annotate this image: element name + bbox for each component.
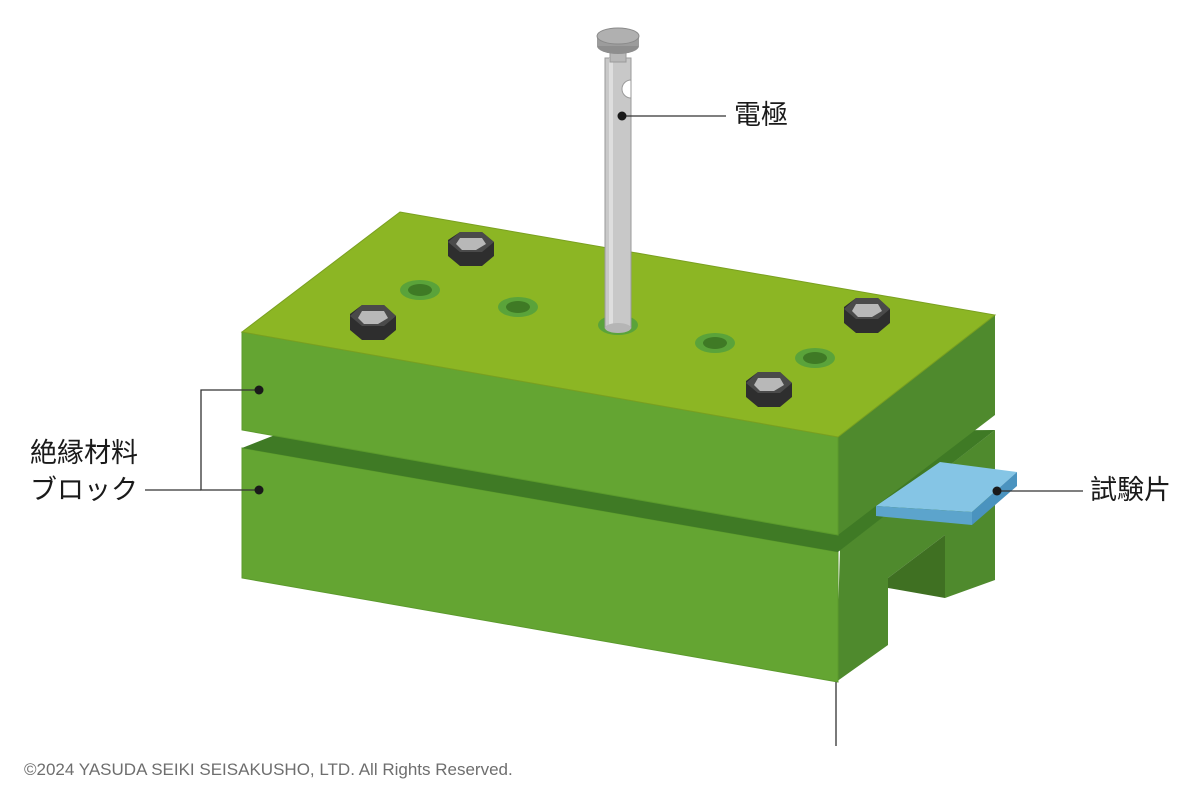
electrode-rod: [604, 57, 632, 329]
specimen-label: 試験片: [1090, 475, 1171, 506]
hex-nut: [448, 232, 494, 266]
hole: [400, 280, 440, 300]
block-leader: [200, 389, 259, 491]
hex-nut: [844, 298, 890, 333]
specimen-side: [972, 472, 1017, 525]
specimen-top: [876, 462, 1017, 512]
hex-nut: [350, 305, 396, 340]
electrode-notch: [621, 79, 632, 99]
hole: [795, 348, 835, 368]
electrode: [596, 27, 640, 333]
insulating-block-label-line2: ブロック: [30, 475, 138, 506]
leader-dots: [254, 111, 1002, 496]
lower-block-notch-back: [888, 535, 945, 598]
electrode-label: 電極: [734, 100, 788, 131]
leader-lines: [145, 115, 1083, 746]
hole: [498, 297, 538, 317]
insulating-block-label-line1: 絶縁材料: [30, 438, 138, 469]
specimen: [876, 462, 1017, 525]
specimen-front: [876, 506, 972, 525]
nuts: [350, 232, 890, 407]
hole: [695, 333, 735, 353]
hex-nut: [746, 372, 792, 407]
copyright-notice: ©2024 YASUDA SEIKI SEISAKUSHO, LTD. All …: [24, 760, 513, 779]
upper-block-side: [838, 315, 995, 535]
